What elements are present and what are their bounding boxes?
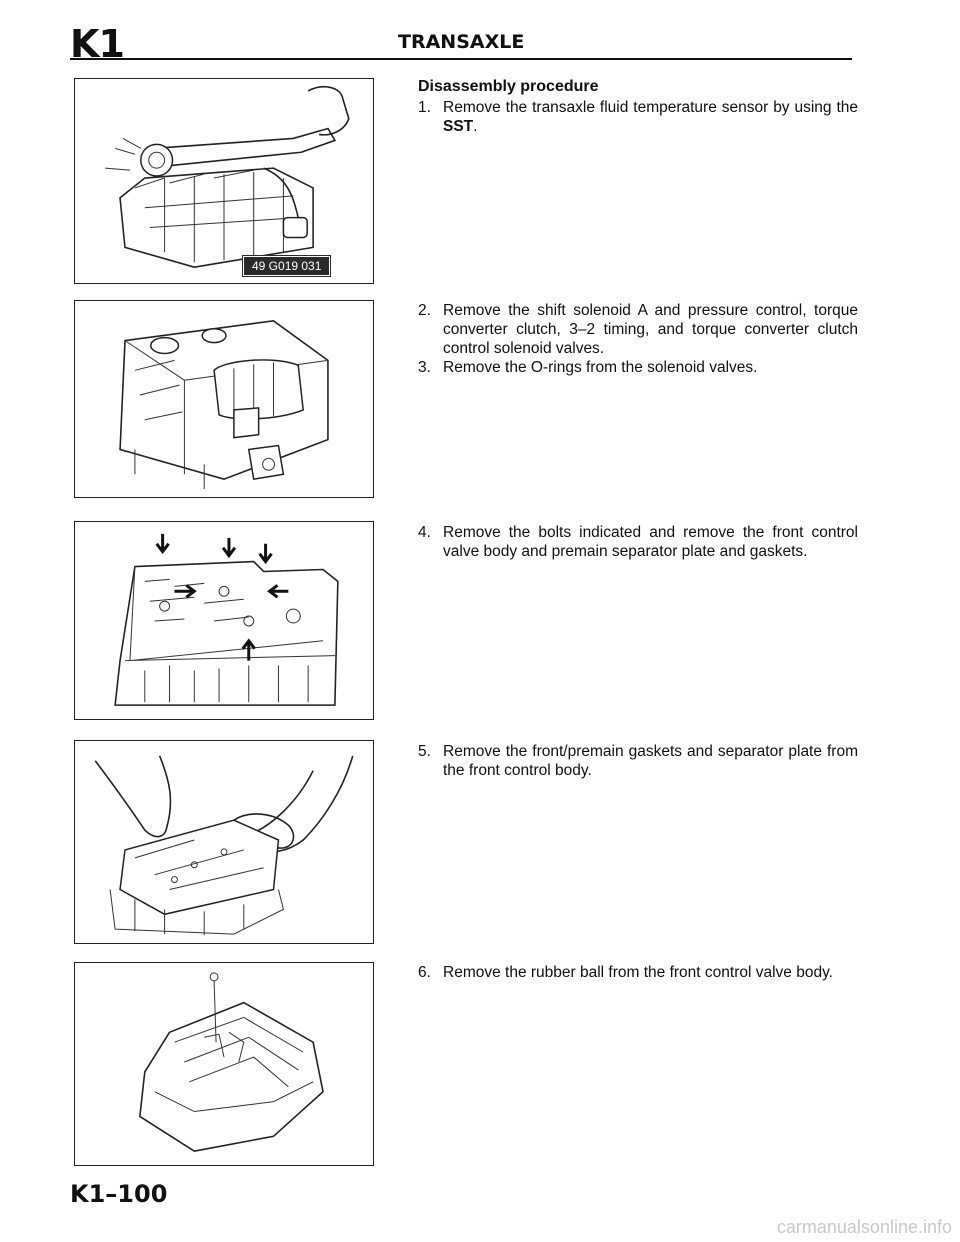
step-number: 1. — [418, 99, 431, 116]
step-text: Remove the shift solenoid A and pressure… — [443, 302, 858, 357]
control-valve-body-illustration — [114, 533, 339, 706]
step-number: 3. — [418, 359, 431, 376]
procedure-heading: Disassembly procedure — [418, 78, 599, 95]
step-5: 5. Remove the front/premain gaskets and … — [418, 742, 858, 780]
watermark: carmanualsonline.info — [776, 1217, 952, 1237]
step-text: Remove the transaxle fluid temperature s… — [443, 99, 858, 135]
step-number: 6. — [418, 964, 431, 981]
step-2: 2. Remove the shift solenoid A and press… — [418, 301, 858, 358]
step-3: 3. Remove the O-rings from the solenoid … — [418, 358, 858, 377]
figure-solenoid-valves — [74, 300, 374, 498]
separator-plate-illustration — [94, 755, 354, 936]
step-4: 4. Remove the bolts indicated and remove… — [418, 523, 858, 561]
page-number: K1–100 — [70, 1180, 168, 1208]
step-number: 2. — [418, 302, 431, 319]
step-number: 5. — [418, 743, 431, 760]
figure-sensor-removal: 49 G019 031 — [74, 78, 374, 284]
step-number: 4. — [418, 524, 431, 541]
solenoid-valves-illustration — [119, 319, 329, 490]
sensor-removal-illustration — [105, 85, 350, 268]
step-1: 1. Remove the transaxle fluid temperatur… — [418, 98, 858, 136]
sst-label: 49 G019 031 — [241, 255, 332, 277]
step-6: 6. Remove the rubber ball from the front… — [418, 963, 858, 982]
page-title: TRANSAXLE — [398, 31, 525, 53]
step-text: Remove the front/premain gaskets and sep… — [443, 743, 858, 779]
step-text: Remove the O-rings from the solenoid val… — [443, 359, 758, 376]
sst-term: SST — [443, 118, 474, 135]
figure-front-control-valve-body — [74, 521, 374, 720]
figure-separator-plate — [74, 740, 374, 944]
header-rule — [70, 58, 852, 60]
figure-rubber-ball — [74, 962, 374, 1166]
rubber-ball-illustration — [138, 972, 324, 1152]
step-text: Remove the rubber ball from the front co… — [443, 964, 833, 981]
step-text: Remove the bolts indicated and remove th… — [443, 524, 858, 560]
